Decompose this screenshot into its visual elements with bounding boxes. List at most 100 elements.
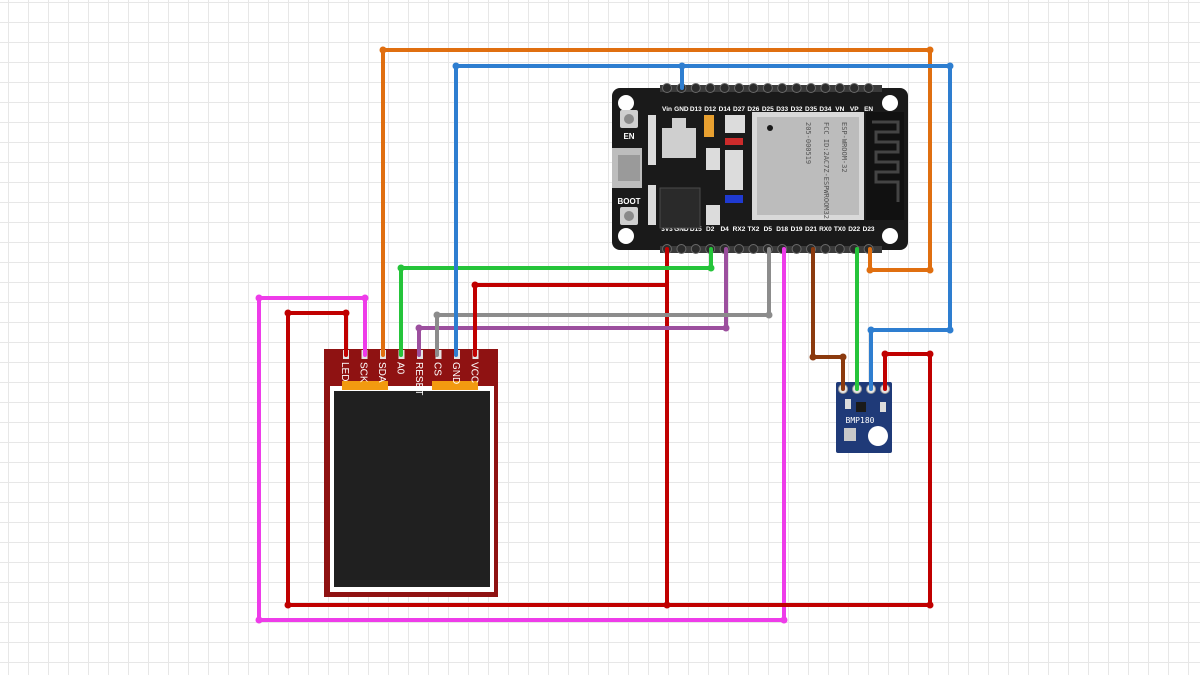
tft-pin-label: VCC (469, 362, 480, 383)
wire-bend-point[interactable] (765, 311, 773, 319)
esp32-pin-en[interactable] (863, 83, 874, 93)
esp32-pin-label: D33 (776, 106, 788, 113)
wire-bend-point[interactable] (722, 324, 730, 332)
esp32-pin-rx2[interactable] (734, 244, 744, 254)
esp32-pin-d33[interactable] (777, 83, 788, 93)
esp32-pin-label: D13 (690, 106, 702, 113)
wire-bend-point[interactable] (397, 264, 405, 272)
wire-bend-point[interactable] (284, 309, 292, 317)
esp32-pin-d27[interactable] (734, 83, 744, 93)
wire-bend-point[interactable] (255, 294, 263, 302)
esp32-pin-d14[interactable] (719, 83, 730, 93)
blue-led (725, 195, 743, 203)
esp32-pin-label: 3V3 (661, 226, 673, 233)
tft-connector (432, 381, 478, 390)
wire-bend-point[interactable] (926, 601, 934, 609)
mount-hole (882, 228, 898, 244)
wire-reset-to-d4[interactable] (417, 247, 728, 357)
wire-bend-point[interactable] (926, 350, 934, 358)
wire-led-to-3v3[interactable] (286, 247, 669, 607)
esp32-pin-tx2[interactable] (748, 244, 759, 254)
esp32-pin-gnd[interactable] (676, 244, 687, 254)
wire-bend-point[interactable] (867, 326, 875, 334)
esp32-pin-label: D27 (733, 106, 745, 113)
en-button-cap (624, 114, 634, 124)
svg-text:ESP-WROOM-32: ESP-WROOM-32 (840, 122, 848, 173)
esp32-pin-d12[interactable] (705, 83, 716, 93)
esp32-pin-rx0[interactable] (820, 244, 831, 254)
esp32-pin-label: GND (674, 106, 689, 113)
esp32-pin-d34[interactable] (820, 83, 831, 93)
esp32-pin-label: TX0 (834, 226, 846, 233)
mount-hole (618, 95, 634, 111)
mount-hole (882, 95, 898, 111)
wire-bend-point[interactable] (342, 309, 350, 317)
svg-text:205-000519: 205-000519 (804, 122, 812, 164)
wire-bend-point[interactable] (255, 616, 263, 624)
esp32-pin-vp[interactable] (849, 83, 860, 93)
wire-bend-point[interactable] (452, 62, 460, 70)
usb-uart-chip (659, 187, 701, 229)
esp32-pin-d25[interactable] (762, 83, 773, 93)
esp32-pin-label: D34 (819, 106, 831, 113)
wire-sck-to-d18[interactable] (257, 247, 786, 622)
component (880, 402, 886, 412)
wire-bend-point[interactable] (946, 62, 954, 70)
esp32-pin-label: D23 (863, 226, 875, 233)
wire-a0-to-d2[interactable] (399, 247, 713, 357)
wire-bend-point[interactable] (707, 264, 715, 272)
component (706, 148, 720, 170)
component (648, 185, 656, 225)
wire-bend-point[interactable] (926, 266, 934, 274)
wire-bend-point[interactable] (415, 324, 423, 332)
tft-pin-label: SDA (376, 362, 387, 383)
esp32-pin-d32[interactable] (791, 83, 802, 93)
usb-port-inner (618, 155, 640, 181)
wire-gnd-to-gnd[interactable] (454, 64, 684, 357)
wire-bend-point[interactable] (780, 616, 788, 624)
wire-bend-point[interactable] (881, 350, 889, 358)
wire-bmp-scl-to-d21[interactable] (811, 247, 845, 391)
esp32-pin-label: D21 (805, 226, 817, 233)
wire-cs-to-d5[interactable] (435, 247, 771, 357)
esp32-pin-d15[interactable] (690, 244, 701, 254)
esp32-pin-label: RX0 (819, 226, 832, 233)
esp32-pin-vn[interactable] (834, 83, 845, 93)
mount-hole (618, 228, 634, 244)
component (725, 150, 743, 190)
esp32-pin-label: D2 (706, 226, 715, 233)
esp32-pin-d13[interactable] (690, 83, 701, 93)
boot-label: BOOT (617, 197, 640, 206)
wire-bend-point[interactable] (433, 311, 441, 319)
esp32-pin-vin[interactable] (662, 83, 672, 93)
esp32-pin-d26[interactable] (748, 83, 759, 93)
wire-bend-point[interactable] (839, 353, 847, 361)
tft-pin-label: RESET (413, 362, 424, 395)
esp32-pin-label: VN (835, 106, 844, 113)
tft-connector (342, 381, 388, 390)
esp32-pin-d35[interactable] (806, 83, 816, 93)
esp32-pin-label: D4 (720, 226, 729, 233)
esp32-pin-label: D14 (719, 106, 731, 113)
wire-bend-point[interactable] (284, 601, 292, 609)
tft-pin-label: GND (450, 362, 461, 384)
module-text: ESP-WROOM-32 FCC ID:2AC7Z-ESPWROOM32 205… (804, 122, 848, 219)
esp32-pin-d19[interactable] (791, 244, 802, 254)
wire-bend-point[interactable] (946, 326, 954, 334)
wire-bend-point[interactable] (926, 46, 934, 54)
esp32-pin-label: D19 (791, 226, 803, 233)
esp32-pin-label: Vin (662, 106, 672, 113)
esp32-pin-label: TX2 (747, 226, 759, 233)
wire-bend-point[interactable] (809, 353, 817, 361)
wire-bend-point[interactable] (471, 281, 479, 289)
wire-bend-point[interactable] (866, 266, 874, 274)
wire-vcc-to-3v3[interactable] (473, 283, 669, 357)
wire-bend-point[interactable] (379, 46, 387, 54)
tft-screen (334, 391, 490, 587)
esp32-pin-tx0[interactable] (834, 244, 845, 254)
module-shield (757, 117, 859, 215)
wire-bend-point[interactable] (361, 294, 369, 302)
esp32-pin-label: VP (850, 106, 859, 113)
